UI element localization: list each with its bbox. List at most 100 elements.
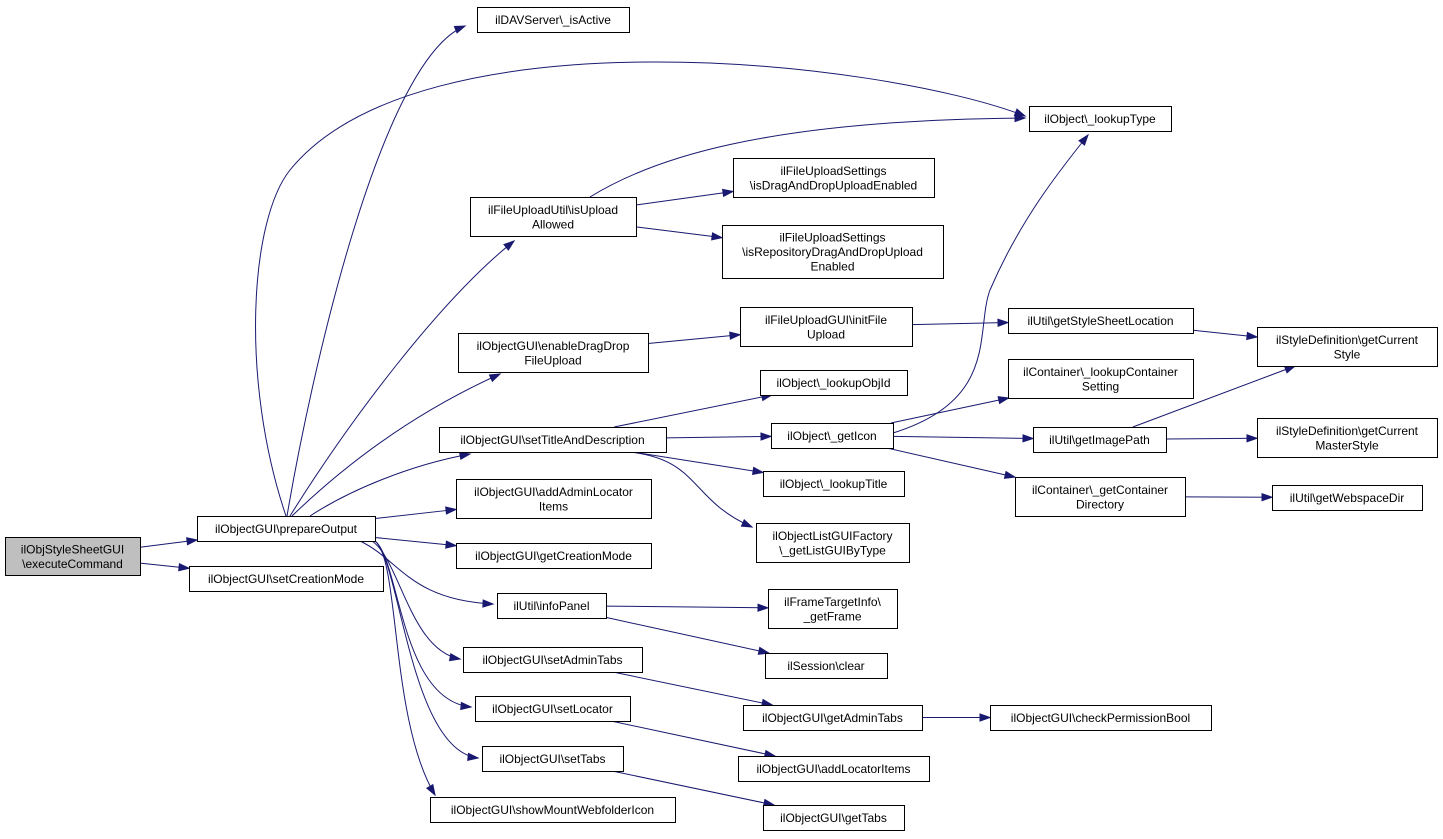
node-prepareOutput[interactable]: ilObjectGUI\prepareOutput — [197, 516, 376, 542]
node-label: Upload — [807, 327, 845, 341]
node-box — [760, 370, 908, 396]
node-label: Allowed — [532, 217, 574, 231]
node-label: ilObjectGUI\getTabs — [780, 811, 887, 825]
edge-getIcon-to-lookupContainerSetting — [890, 396, 1011, 424]
node-box — [733, 158, 935, 198]
node-setTitleAndDescription[interactable]: ilObjectGUI\setTitleAndDescription — [439, 427, 667, 453]
node-box — [740, 307, 913, 347]
edge-line — [1192, 329, 1258, 338]
node-sessionClear[interactable]: ilSession\clear — [765, 653, 888, 679]
node-label: ilContainer\_lookupContainer — [1023, 365, 1178, 379]
node-getWebspaceDir[interactable]: ilUtil\getWebspaceDir — [1272, 485, 1423, 511]
node-box — [743, 705, 923, 731]
edge-root-to-setCreationMode — [139, 562, 191, 572]
node-getIcon[interactable]: ilObject\_getIcon — [771, 423, 894, 449]
edge-line — [665, 435, 772, 439]
arrowhead-icon — [445, 506, 458, 515]
edge-line — [635, 190, 734, 206]
node-getListGUIByType[interactable]: ilObjectListGUIFactory\_getListGUIByType — [756, 523, 910, 563]
edge-isUploadAllowed-to-isDragDrop — [635, 188, 735, 206]
node-getTabs[interactable]: ilObjectGUI\getTabs — [763, 805, 905, 831]
nodes-layer: ilObjStyleSheetGUI\executeCommand ilObjec… — [5, 7, 1438, 831]
node-label: ilObjectGUI\prepareOutput — [215, 522, 358, 536]
edge-prepareOutput-to-showMountWebfolderIcon — [374, 540, 436, 797]
node-setLocator[interactable]: ilObjectGUI\setLocator — [475, 696, 631, 722]
node-davIsActive[interactable]: ilDAVServer\_isActive — [477, 7, 630, 33]
node-label: Items — [539, 499, 568, 513]
edge-line — [589, 117, 1026, 198]
node-setTabs[interactable]: ilObjectGUI\setTabs — [482, 746, 624, 772]
node-box — [475, 696, 631, 722]
edge-line — [309, 453, 471, 517]
node-showMountWebfolderIcon[interactable]: ilObjectGUI\showMountWebfolderIcon — [430, 797, 676, 823]
edge-isUploadAllowed-to-isRepoDragDrop — [635, 226, 724, 241]
node-checkPermissionBool[interactable]: ilObjectGUI\checkPermissionBool — [990, 705, 1212, 731]
node-label: _getFrame — [802, 609, 861, 623]
node-label: ilUtil\getStyleSheetLocation — [1027, 314, 1173, 328]
node-label: ilFileUploadGUI\initFile — [765, 313, 887, 327]
edge-infoPanel-to-sessionClear — [605, 616, 771, 655]
edge-setTitleAndDescription-to-getIcon — [665, 432, 773, 441]
node-infoPanel[interactable]: ilUtil\infoPanel — [497, 593, 607, 619]
arrowhead-icon — [997, 396, 1011, 405]
node-label: MasterStyle — [1315, 438, 1379, 452]
edge-prepareOutput-to-setTitleAndDescription — [309, 451, 472, 517]
node-label: ilObjStyleSheetGUI — [21, 542, 124, 556]
edge-prepareOutput-to-infoPanel — [359, 540, 495, 608]
node-isDragDrop[interactable]: ilFileUploadSettings\isDragAndDropUpload… — [733, 158, 935, 198]
node-label: \isRepositoryDragAndDropUpload — [742, 245, 923, 259]
node-label: Style — [1334, 347, 1361, 361]
node-getStyleSheetLocation[interactable]: ilUtil\getStyleSheetLocation — [1008, 308, 1194, 334]
edge-line — [612, 671, 773, 706]
arrowhead-icon — [453, 25, 467, 34]
node-label: ilUtil\infoPanel — [513, 599, 589, 613]
node-getCreationMode[interactable]: ilObjectGUI\getCreationMode — [456, 543, 652, 569]
node-getAdminTabs[interactable]: ilObjectGUI\getAdminTabs — [743, 705, 923, 731]
edge-prepareOutput-to-isUploadAllowed — [289, 240, 516, 517]
node-box — [765, 653, 888, 679]
edge-getStyleSheetLocation-to-getCurrentStyle — [1192, 329, 1259, 341]
node-lookupType[interactable]: ilObject\_lookupType — [1029, 106, 1172, 132]
node-addLocatorItems[interactable]: ilObjectGUI\addLocatorItems — [738, 756, 930, 782]
node-setAdminTabs[interactable]: ilObjectGUI\setAdminTabs — [463, 647, 643, 673]
arrowhead-icon — [460, 701, 473, 711]
node-label: ilObjectGUI\showMountWebfolderIcon — [451, 803, 654, 817]
edge-line — [635, 226, 723, 239]
node-lookupTitle[interactable]: ilObject\_lookupTitle — [763, 471, 905, 497]
node-box — [456, 543, 652, 569]
arrowhead-icon — [458, 451, 472, 461]
arrowhead-icon — [1246, 434, 1259, 443]
node-label: ilSession\clear — [787, 659, 864, 673]
arrowhead-icon — [467, 752, 480, 761]
node-setCreationMode[interactable]: ilObjectGUI\setCreationMode — [189, 566, 384, 592]
edge-prepareOutput-to-getCreationMode — [374, 536, 458, 549]
edge-getImagePath-to-getCurrentMasterStyle — [1165, 434, 1259, 443]
node-box — [763, 471, 905, 497]
node-box — [430, 797, 676, 823]
node-isRepoDragDrop[interactable]: ilFileUploadSettings\isRepositoryDragAnd… — [722, 225, 944, 279]
node-label: ilObject\_lookupTitle — [780, 477, 888, 491]
edge-line — [610, 720, 776, 757]
node-label: ilObjectGUI\getCreationMode — [475, 549, 632, 563]
node-label: \executeCommand — [22, 557, 123, 571]
node-getFrame[interactable]: ilFrameTargetInfo\_getFrame — [768, 589, 898, 629]
arrowhead-icon — [997, 318, 1010, 327]
edge-setTitleAndDescription-to-getListGUIByType — [629, 451, 754, 528]
node-label: ilFileUploadSettings — [780, 164, 886, 178]
edge-infoPanel-to-getFrame — [605, 603, 770, 612]
node-getImagePath[interactable]: ilUtil\getImagePath — [1033, 427, 1167, 453]
edge-prepareOutput-to-enableDragDrop — [291, 373, 502, 517]
node-lookupObjId[interactable]: ilObject\_lookupObjId — [760, 370, 908, 396]
node-label: \isDragAndDropUploadEnabled — [750, 178, 917, 192]
node-label: ilObjectGUI\setCreationMode — [208, 572, 364, 586]
node-root[interactable]: ilObjStyleSheetGUI\executeCommand — [5, 537, 141, 576]
edge-line — [605, 605, 769, 609]
